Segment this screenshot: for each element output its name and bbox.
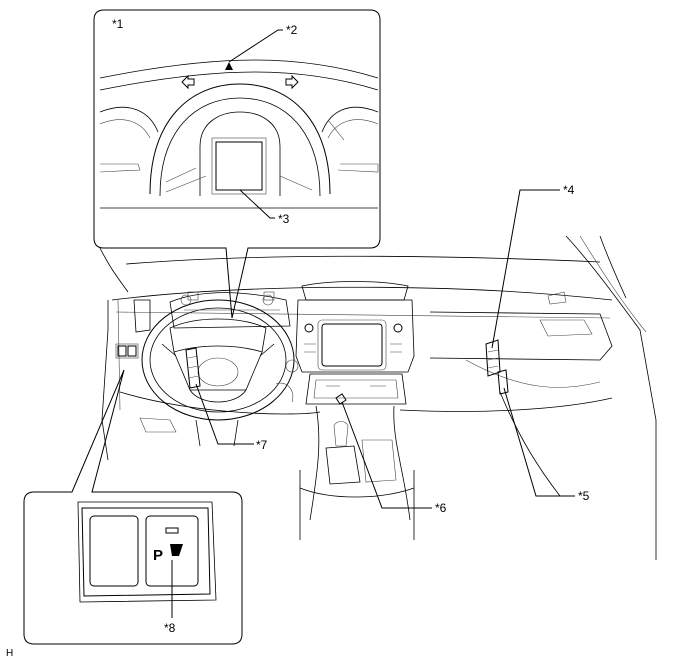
- switch-panel-location: [115, 343, 139, 359]
- sensor-waves-icon: [170, 544, 183, 556]
- warning-triangle-icon: [225, 62, 233, 70]
- multi-information-display: [215, 141, 263, 191]
- callout-3: *3: [278, 212, 290, 226]
- callout-6: *6: [435, 501, 447, 515]
- callout-1: *1: [112, 17, 124, 31]
- turn-signal-left-icon: [181, 74, 195, 90]
- center-console: [295, 281, 415, 540]
- blank-switch: [89, 515, 139, 587]
- meter-detail-callout: [93, 9, 381, 319]
- callout-2: *2: [286, 23, 298, 37]
- switch-detail-callout: [23, 369, 243, 645]
- callout-4: *4: [563, 183, 575, 197]
- callout-7: *7: [256, 438, 268, 452]
- buzzer-icon: [335, 393, 347, 405]
- switch-p-symbol: P: [153, 547, 163, 564]
- dashboard-illustration: [99, 235, 657, 560]
- connector-assembly-right: [485, 339, 509, 395]
- switch-indicator-light: [165, 527, 179, 534]
- steering-wheel: [141, 291, 295, 421]
- figure-code: H: [6, 648, 13, 659]
- leader-lines: [195, 189, 575, 509]
- callout-5: *5: [578, 489, 590, 503]
- callout-8: *8: [164, 621, 176, 635]
- display-screen: [321, 323, 383, 367]
- turn-signal-right-icon: [285, 74, 299, 90]
- column-connector: [185, 347, 201, 389]
